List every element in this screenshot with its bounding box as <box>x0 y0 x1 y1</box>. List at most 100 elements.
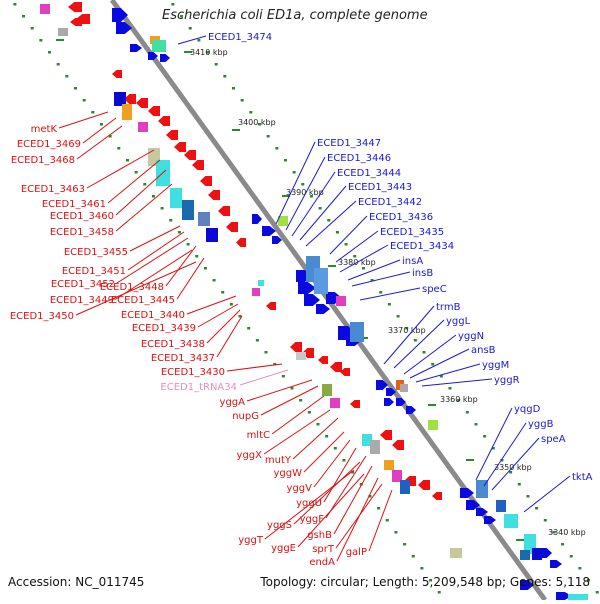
forward-gene-arrow <box>376 380 388 390</box>
reverse-gene-label: yggX <box>237 450 263 461</box>
forward-gene-arrow <box>298 282 316 294</box>
reverse-gene-arrow <box>290 342 302 352</box>
reverse-gene-arrow <box>200 176 212 186</box>
reverse-leader-line <box>127 231 185 271</box>
reverse-gene-label: yggV <box>287 483 313 494</box>
map-title: Escherichia coli ED1a, complete genome <box>162 8 428 23</box>
reverse-gene-arrow <box>174 142 186 152</box>
reverse-leader-line <box>75 261 197 316</box>
reverse-gene-arrow <box>136 98 148 108</box>
forward-gene-arrow <box>550 560 562 568</box>
forward-leader-line <box>523 475 571 513</box>
forward-gene-arrow <box>384 398 394 406</box>
gene-block <box>314 268 328 294</box>
reverse-leader-line <box>313 439 351 488</box>
reverse-leader-line <box>303 431 345 473</box>
reverse-gene-arrow <box>266 302 276 310</box>
forward-leader-line <box>299 185 347 241</box>
reverse-leader-line <box>293 461 361 525</box>
forward-leader-line <box>305 200 357 247</box>
forward-leader-line <box>291 171 336 237</box>
accession-text: Accession: NC_011745 <box>8 575 145 589</box>
forward-leader-line <box>393 319 445 369</box>
forward-gene-label: ECED1_3474 <box>208 32 272 43</box>
forward-gene-label: tktA <box>572 472 593 483</box>
gene-block <box>392 470 402 482</box>
gene-block <box>114 92 126 106</box>
forward-gene-label: ansB <box>471 345 496 356</box>
forward-gene-label: ECED1_3446 <box>327 153 391 164</box>
reverse-gene-label: ECED1_3430 <box>161 367 225 378</box>
reverse-gene-label: mutY <box>265 455 292 466</box>
gene-block <box>206 228 218 242</box>
forward-gene-label: yggM <box>482 360 509 371</box>
forward-gene-label: ECED1_3444 <box>337 168 401 179</box>
gene-block <box>336 296 346 306</box>
reverse-gene-arrow <box>68 2 82 12</box>
reverse-gene-arrow <box>148 106 160 116</box>
forward-gene-label: trmB <box>436 302 461 313</box>
forward-gene-label: yggL <box>446 316 471 327</box>
reverse-gene-label: yggW <box>273 468 302 479</box>
reverse-gene-arrow <box>218 206 230 216</box>
forward-leader-line <box>383 305 435 365</box>
reverse-gene-arrow <box>236 238 246 247</box>
gene-block <box>362 434 372 446</box>
reverse-leader-line <box>260 385 319 416</box>
gene-block <box>322 384 332 396</box>
reverse-gene-arrow <box>166 130 178 140</box>
forward-leader-line <box>339 244 389 273</box>
forward-gene-label: yggR <box>494 375 520 386</box>
forward-gene-label: yggN <box>458 331 484 342</box>
forward-leader-line <box>351 271 411 287</box>
reverse-gene-label: ECED1_3438 <box>141 339 205 350</box>
kbp-tick-label: 3360 kbp <box>440 395 478 404</box>
reverse-gene-label: yggA <box>220 397 246 408</box>
reverse-gene-arrow <box>124 94 136 104</box>
reverse-leader-line <box>116 237 189 284</box>
forward-leader-line <box>359 287 421 301</box>
reverse-leader-line <box>115 183 173 232</box>
reverse-gene-label: ECED1_3445 <box>111 295 175 306</box>
reverse-gene-label: ECED1_3440 <box>121 310 185 321</box>
forward-gene-arrow <box>476 508 488 516</box>
reverse-leader-line <box>129 225 181 252</box>
forward-gene-label: ECED1_3443 <box>348 182 412 193</box>
reverse-gene-label: ECED1_3460 <box>50 211 114 222</box>
forward-gene-label: speC <box>422 284 447 295</box>
gene-block <box>258 280 264 286</box>
forward-leader-line <box>475 407 513 481</box>
kbp-tick-label: 3370 kbp <box>388 326 426 335</box>
reverse-gene-label: ECED1_3437 <box>151 353 215 364</box>
kbp-tick-label: 3340 kbp <box>548 528 586 537</box>
reverse-gene-arrow <box>418 480 430 490</box>
forward-gene-arrow <box>386 388 396 396</box>
reverse-gene-label: yggE <box>271 543 296 554</box>
reverse-gene-label: yggF <box>300 514 325 525</box>
reverse-gene-label: ECED1_3458 <box>50 227 114 238</box>
reverse-gene-label: yggS <box>267 520 292 531</box>
reverse-leader-line <box>325 455 367 519</box>
forward-gene-label: ECED1_3435 <box>380 227 444 238</box>
kbp-tick-label: 3390 kbp <box>286 188 324 197</box>
forward-gene-arrow <box>160 54 170 62</box>
gene-block <box>384 460 394 470</box>
reverse-gene-arrow <box>340 368 350 376</box>
forward-leader-line <box>415 363 481 383</box>
forward-gene-arrow <box>148 52 158 60</box>
forward-leader-line <box>347 259 401 281</box>
forward-leader-line <box>483 422 527 487</box>
reverse-gene-label: ECED1_3449 <box>50 295 114 306</box>
forward-gene-label: ECED1_3436 <box>369 212 433 223</box>
forward-leader-line <box>491 437 540 491</box>
kbp-tick-label: 3400 kbp <box>238 118 276 127</box>
reverse-leader-line <box>115 249 193 300</box>
kbp-tick-label: 3410 kbp <box>190 48 228 57</box>
reverse-leader-line <box>58 111 109 129</box>
forward-gene-arrow <box>116 22 132 34</box>
forward-gene-label: speA <box>541 434 566 445</box>
reverse-leader-line <box>333 465 373 535</box>
reverse-gene-label: ECED1_3469 <box>17 139 81 150</box>
reverse-gene-label: galP <box>346 547 367 558</box>
